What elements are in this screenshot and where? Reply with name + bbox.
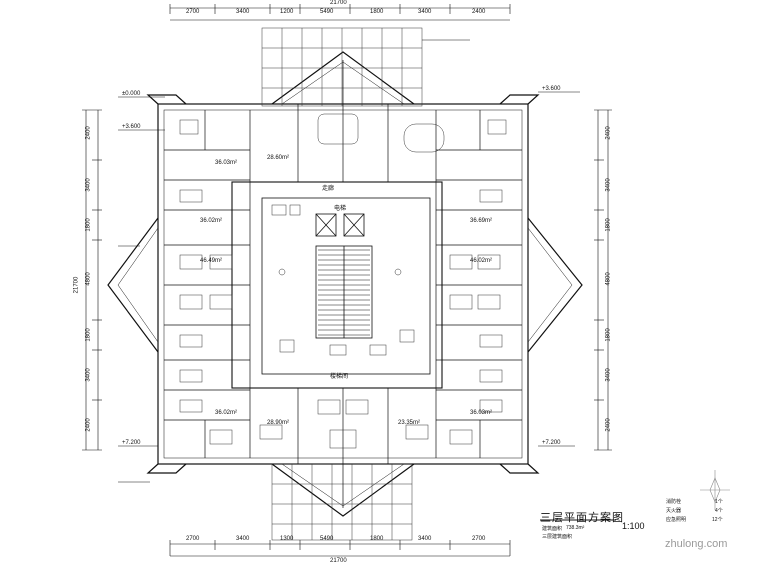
legend-item-2-value: 4个 xyxy=(715,508,723,514)
dim-left-3: 1800 xyxy=(85,218,92,232)
elevation-marker-4: +3.600 xyxy=(542,86,561,92)
stair-treads xyxy=(318,249,370,336)
room-area-2: 28.60m² xyxy=(267,155,290,161)
elevation-marker-5: +7.200 xyxy=(542,440,561,446)
dimension-lines xyxy=(82,4,612,557)
legend-item-2-name: 灭火器 xyxy=(666,508,682,514)
dim-left-7: 2400 xyxy=(85,418,92,432)
room-area-9: 36.03m² xyxy=(470,410,493,416)
legend-item-1: 消防栓 1个 xyxy=(666,498,723,505)
legend-item-3: 应急照明 12个 xyxy=(666,516,723,523)
watermark: zhulong.com xyxy=(665,538,728,550)
drawing-scale: 1:100 xyxy=(622,521,645,531)
area-value: 738.3m² xyxy=(566,525,585,531)
room-area-3: 36.02m² xyxy=(200,218,223,224)
dim-top-5: 1800 xyxy=(370,9,384,15)
room-area-8: 28.90m² xyxy=(267,420,290,426)
dim-right-5: 1800 xyxy=(605,328,612,342)
dim-bottom-1: 2700 xyxy=(186,536,200,542)
room-area-7: 36.02m² xyxy=(215,410,238,416)
dim-top-4: 5490 xyxy=(320,9,334,15)
dim-right-3: 1800 xyxy=(605,218,612,232)
elevator-label: 电梯 xyxy=(334,206,347,212)
dim-left-5: 1800 xyxy=(85,328,92,342)
building-outline xyxy=(107,51,583,517)
area-label: 建筑面积 xyxy=(542,526,563,532)
dim-top-1: 2700 xyxy=(186,9,200,15)
room-area-1: 36.03m² xyxy=(215,160,238,166)
dim-bottom-2: 3400 xyxy=(236,536,250,542)
legend-item-3-name: 应急照明 xyxy=(666,517,687,523)
dim-top-7: 2400 xyxy=(472,9,486,15)
elevation-marker-1: ±0.000 xyxy=(122,91,141,97)
room-area-5: 36.69m² xyxy=(470,218,493,224)
furniture xyxy=(179,113,507,449)
dim-bottom-5: 1800 xyxy=(370,536,384,542)
dim-left-1: 2400 xyxy=(85,126,92,140)
legend-item-2: 灭火器 4个 xyxy=(666,507,723,514)
dim-bottom-6: 3400 xyxy=(418,536,432,542)
dim-bottom-4: 5490 xyxy=(320,536,334,542)
dim-left-total: 21700 xyxy=(73,276,80,294)
stair-label: 楼梯间 xyxy=(330,374,349,380)
corridor-label: 走廊 xyxy=(322,186,335,192)
drawing-title: 三层平面方案图 xyxy=(540,511,624,524)
compass-symbol xyxy=(700,470,730,510)
room-partitions xyxy=(164,60,522,508)
dim-left-6: 3400 xyxy=(85,368,92,382)
floor-area-label: 三层建筑面积 xyxy=(542,534,573,540)
dim-right-6: 3400 xyxy=(605,368,612,382)
dim-right-1: 2400 xyxy=(605,126,612,140)
dim-bottom-total: 21700 xyxy=(330,558,347,564)
leader-lines xyxy=(118,39,616,521)
room-area-10: 23.35m² xyxy=(398,420,421,426)
dim-right-2: 3400 xyxy=(605,178,612,192)
dim-left-4: 4800 xyxy=(85,272,92,286)
elevation-marker-3: +7.200 xyxy=(122,440,141,446)
dim-left-2: 3400 xyxy=(85,178,92,192)
room-area-6: 46.02m² xyxy=(470,258,493,264)
dim-top-total: 21700 xyxy=(330,0,347,6)
legend-item-1-value: 1个 xyxy=(715,499,723,505)
core-block xyxy=(231,181,443,389)
dim-bottom-7: 2700 xyxy=(472,536,486,542)
dim-top-6: 3400 xyxy=(418,9,432,15)
dim-top-2: 3400 xyxy=(236,9,250,15)
dim-right-7: 2400 xyxy=(605,418,612,432)
room-area-4: 46.49m² xyxy=(200,258,223,264)
dim-right-4: 4800 xyxy=(605,272,612,286)
canopy-structures xyxy=(261,27,423,541)
legend-item-1-name: 消防栓 xyxy=(666,499,682,505)
dim-top-3: 1200 xyxy=(280,9,294,15)
legend-item-3-value: 12个 xyxy=(712,517,723,523)
dim-bottom-3: 1300 xyxy=(280,536,294,542)
elevation-marker-2: +3.600 xyxy=(122,124,141,130)
